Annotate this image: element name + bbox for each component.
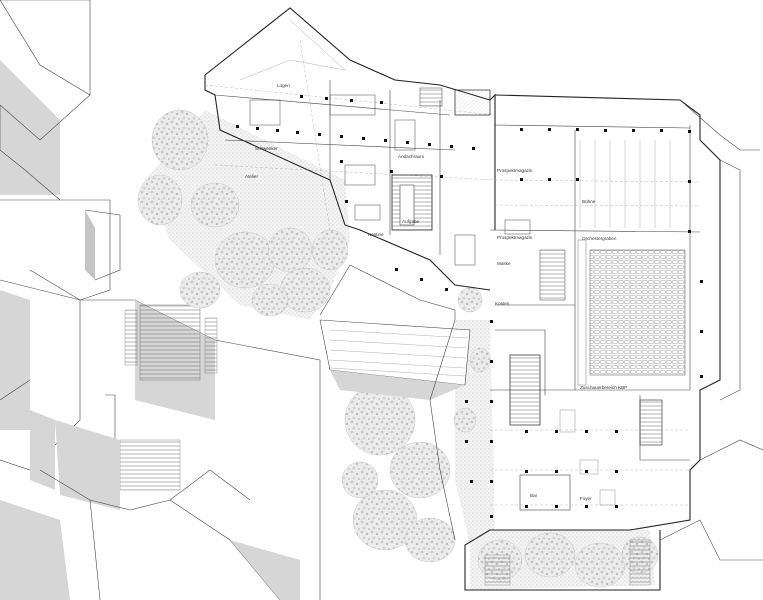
- label-andachraum: Andachraum: [398, 154, 424, 159]
- label-zuschauerbereich: Zuschauerbereich KBP: [580, 385, 627, 390]
- label-prospektmagazin-bottom: Prospektmagazin: [497, 235, 533, 240]
- auditorium-seating: [589, 249, 686, 376]
- main-building: [204, 7, 763, 591]
- neighbouring-buildings: [0, 0, 321, 600]
- label-prospektmagazin-top: Prospektmagazin: [497, 168, 533, 173]
- label-bar: Bar: [530, 493, 538, 498]
- label-aufgabe: Aufgabe: [402, 219, 420, 224]
- label-atelier: Atelier: [245, 174, 258, 179]
- room-labels: Logen Schwenker Andachraum Atelier Aufga…: [245, 83, 627, 501]
- ramp: [319, 264, 471, 541]
- label-kantine: Kantine: [368, 232, 384, 237]
- label-logen: Logen: [277, 83, 290, 88]
- label-foyer: Foyer: [580, 496, 592, 501]
- stage-fly-lines: [494, 140, 701, 228]
- label-schwenker: Schwenker: [255, 146, 278, 151]
- label-buehne: Bühne: [582, 199, 596, 204]
- label-maske: Maske: [497, 261, 511, 266]
- label-orchestergraben: Orchestergraben: [582, 236, 617, 241]
- label-kosten: Kosten: [495, 301, 510, 306]
- structural-columns: [236, 95, 703, 518]
